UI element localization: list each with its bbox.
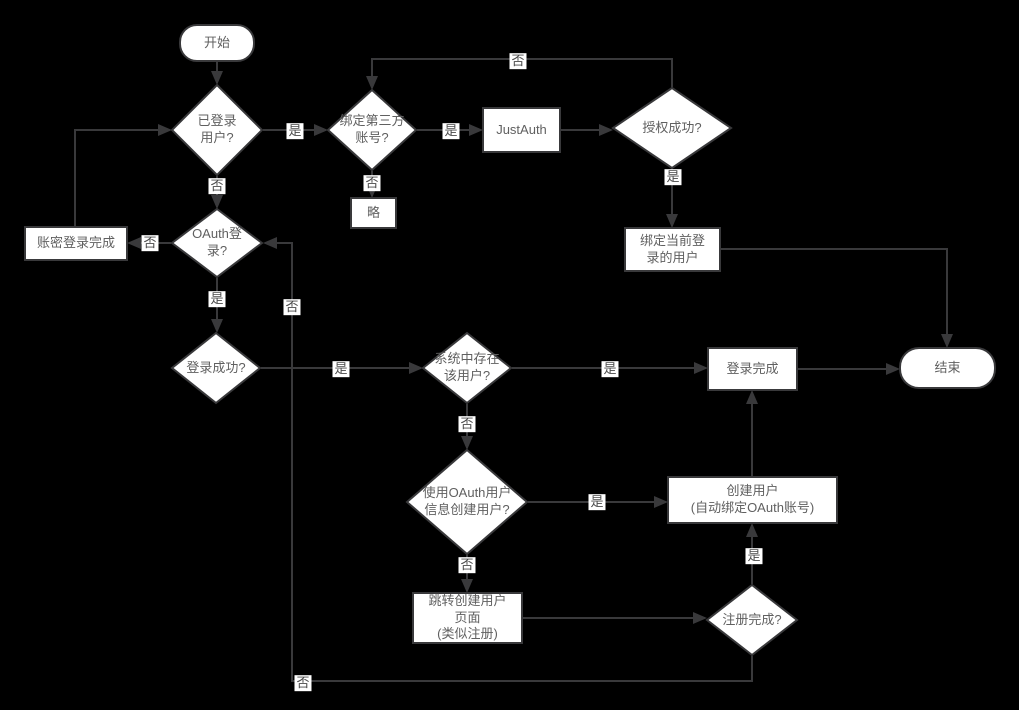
node-logged-in-shape: [170, 83, 264, 177]
node-bind-current-shape: [624, 227, 721, 272]
edge-auth-ok--bind-third: [366, 58, 673, 90]
node-start-shape: [179, 24, 255, 62]
edge-bind-current--end: [721, 248, 953, 348]
edge-register-done--oauth-login: [263, 237, 753, 682]
node-justauth-shape: [482, 107, 561, 153]
edge-pwd-login-done--logged-in: [74, 124, 172, 226]
node-end-shape: [899, 347, 996, 389]
node-auth-ok-shape: [611, 86, 733, 170]
shapes-layer: [24, 24, 996, 657]
node-bind-third-shape: [326, 88, 418, 172]
node-register-done-shape: [705, 583, 799, 657]
node-jump-create-shape: [412, 592, 523, 644]
node-oauth-login-shape: [170, 207, 264, 279]
node-skip-shape: [350, 197, 397, 229]
node-user-exists-shape: [421, 331, 513, 405]
node-login-done-shape: [707, 347, 798, 391]
node-pwd-login-done-shape: [24, 226, 128, 261]
node-create-user-shape: [667, 476, 838, 524]
node-login-ok-shape: [170, 331, 262, 405]
node-use-oauth-info-shape: [405, 448, 529, 556]
